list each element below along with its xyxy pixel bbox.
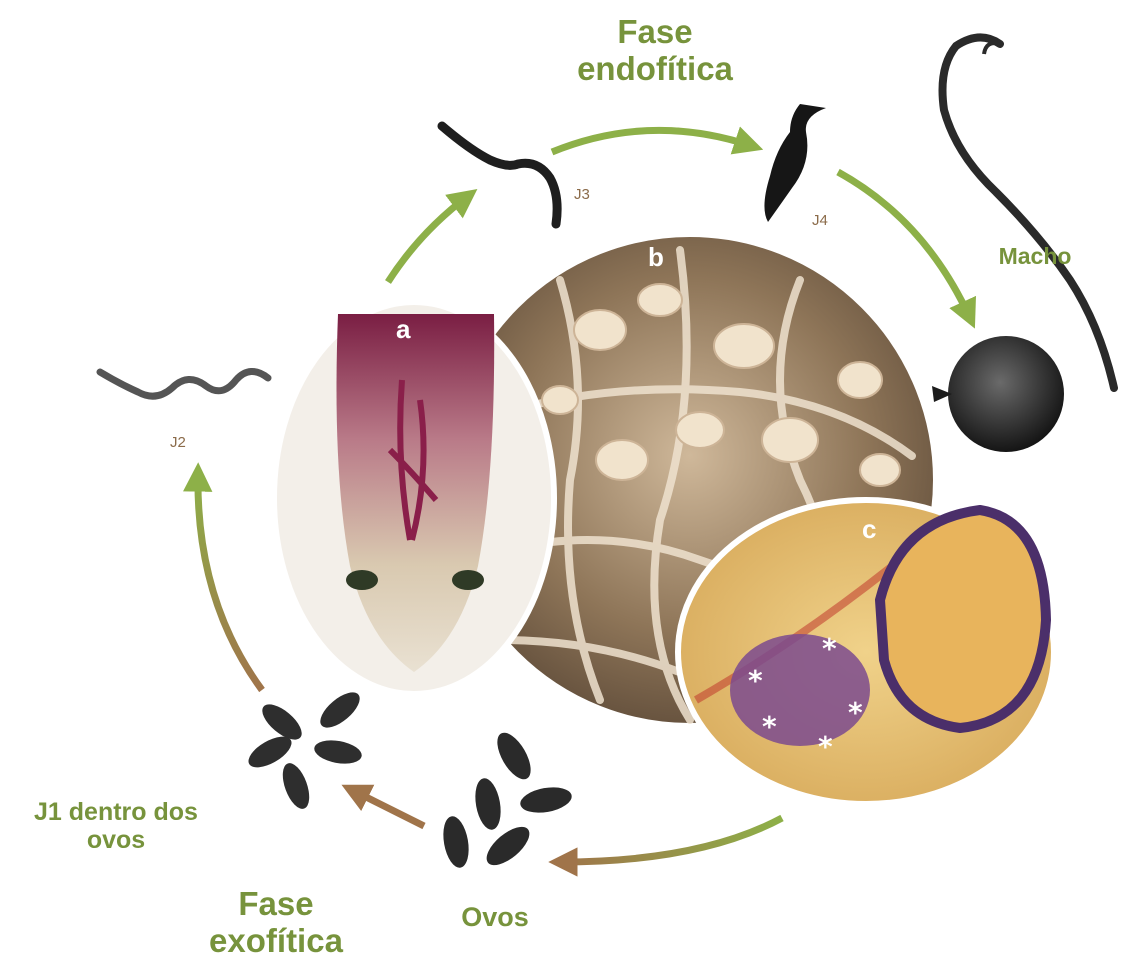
j3-label: J3 xyxy=(574,186,590,203)
j2-worm-icon xyxy=(100,371,268,396)
asterisk-3: * xyxy=(848,696,863,729)
j3-worm-icon xyxy=(442,126,557,224)
eggs-cluster xyxy=(440,727,574,871)
female-nematode-icon xyxy=(948,336,1064,452)
male-tail-detail xyxy=(984,43,1000,54)
arrow-j3-to-j4 xyxy=(552,130,752,152)
j2-label: J2 xyxy=(170,434,186,451)
panel-b-label: b xyxy=(648,242,664,272)
male-nematode-icon xyxy=(943,37,1115,388)
j4-label: J4 xyxy=(812,212,828,229)
j1-eggs-cluster xyxy=(244,686,366,812)
gall-section-photo: * * * * * c xyxy=(678,500,1054,804)
exophytic-phase-label: Fase exofítica xyxy=(196,886,356,960)
asterisk-4: * xyxy=(762,710,777,743)
arrow-eggs-to-j1 xyxy=(352,790,424,826)
root-tip-photo: a xyxy=(274,302,554,694)
arrow-root-to-j3 xyxy=(388,196,468,282)
male-label: Macho xyxy=(980,244,1090,270)
endophytic-phase-label: Fase endofítica xyxy=(560,14,750,88)
j4-juvenile-icon xyxy=(764,104,826,222)
arrow-section-to-eggs xyxy=(560,818,782,862)
asterisk-1: * xyxy=(822,632,837,665)
panel-c-label: c xyxy=(862,514,876,544)
asterisk-5: * xyxy=(818,730,833,763)
eggs-label: Ovos xyxy=(440,902,550,932)
panel-a-label: a xyxy=(396,314,411,344)
arrow-j1-to-j2 xyxy=(198,474,262,690)
asterisk-2: * xyxy=(748,664,763,697)
j1-label: J1 dentro dos ovos xyxy=(0,798,232,854)
